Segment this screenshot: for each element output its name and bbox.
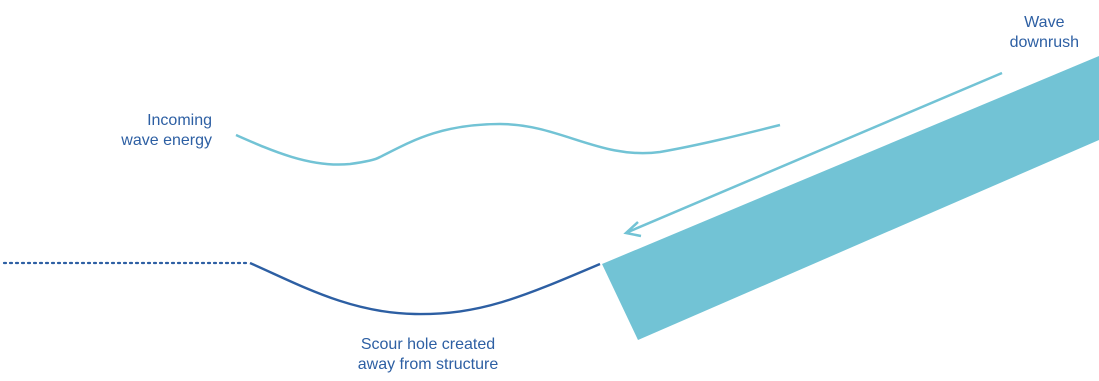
wave-downrush-label: Wave downrush <box>1010 13 1079 53</box>
incoming-wave-line <box>235 122 781 166</box>
scour-hole-label: Scour hole created away from structure <box>350 335 506 375</box>
sloped-structure <box>602 56 1099 340</box>
incoming-wave-label-line1: Incoming <box>147 112 212 129</box>
scour-hole-label-line2: away from structure <box>357 356 499 373</box>
incoming-wave-label-line2: wave energy <box>121 132 212 149</box>
wave-downrush-label-line2: downrush <box>1009 34 1079 51</box>
wave-downrush-label-line1: Wave <box>1024 14 1065 31</box>
incoming-wave-energy-label: Incoming wave energy <box>121 111 212 151</box>
scour-hole-curve <box>249 261 601 316</box>
wave-downrush-arrow <box>623 71 1003 238</box>
scour-hole-label-line1: Scour hole created <box>360 336 496 353</box>
